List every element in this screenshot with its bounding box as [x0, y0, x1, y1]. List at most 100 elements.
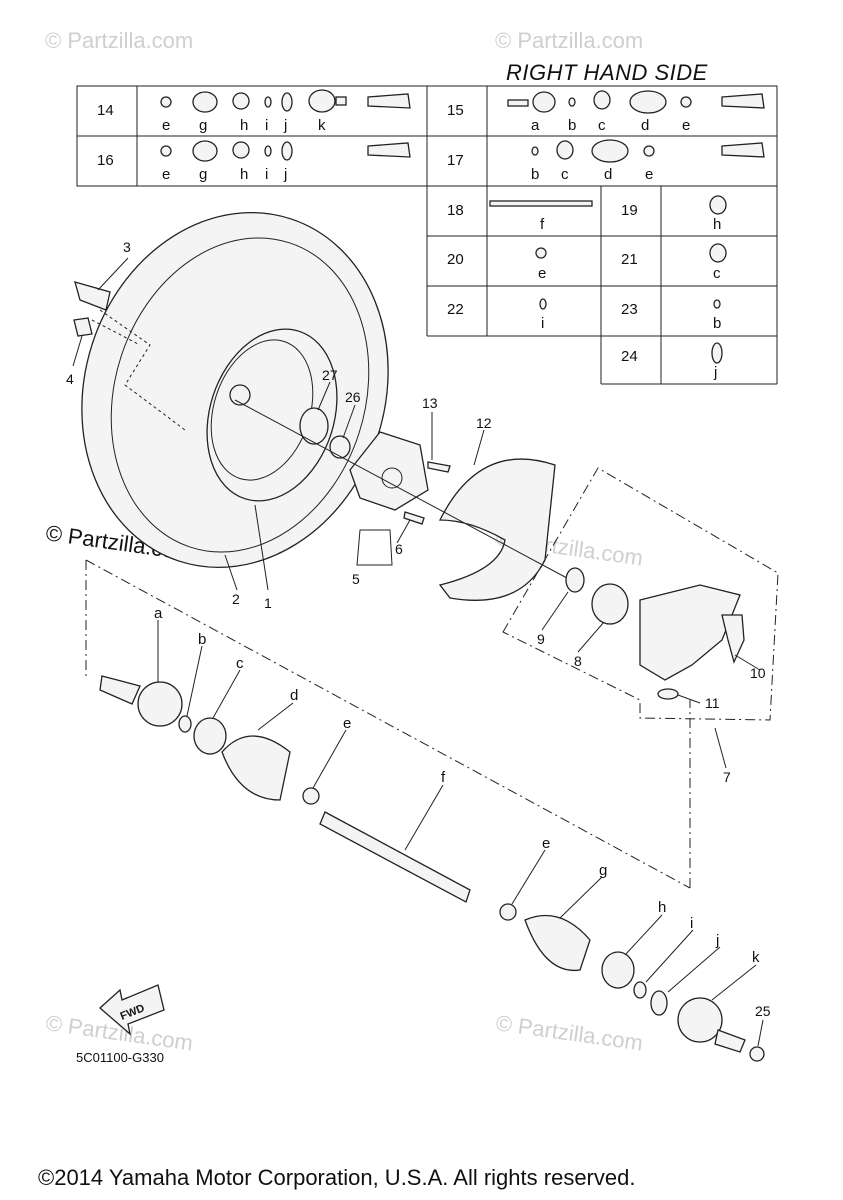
wheel-assembly [73, 211, 581, 601]
kit-letter: h [713, 216, 721, 233]
diagram-title: RIGHT HAND SIDE [506, 60, 708, 85]
kit-letter: i [265, 117, 268, 134]
kit-letter: c [598, 117, 606, 134]
ball-joint-10 [721, 614, 745, 664]
drive-shaft-assembly [85, 559, 765, 1062]
callout-label: h [658, 899, 666, 916]
kit-number: 24 [621, 348, 638, 365]
bolt-13 [427, 461, 451, 473]
clamp-small-icon [160, 96, 172, 108]
boot-icon [192, 91, 218, 113]
ring-icon [281, 141, 293, 161]
kit-number: 19 [621, 202, 638, 219]
boot-icon [192, 140, 218, 162]
kit-letter: a [531, 117, 540, 134]
grease-tube-icon [721, 142, 765, 158]
knuckle-7 [639, 584, 741, 681]
circlip-b [178, 715, 192, 733]
ring-j [650, 990, 668, 1016]
nut-26 [329, 435, 351, 459]
kit-letter: b [568, 117, 576, 134]
spline-icon [335, 96, 347, 106]
kit-letter: c [713, 265, 721, 282]
kit-number: 20 [447, 251, 464, 268]
kit-number: 21 [621, 251, 638, 268]
grease-tube-icon [367, 93, 411, 109]
callout-label: 10 [750, 665, 766, 681]
kit-letter: c [561, 166, 569, 183]
callout-label: i [690, 915, 693, 932]
drawing-code: 5C01100-G330 [76, 1050, 164, 1065]
kit-number: 22 [447, 301, 464, 318]
kit-letter: h [240, 166, 248, 183]
kit-letter: j [283, 117, 287, 134]
kit-letter: b [713, 315, 721, 332]
band-icon [709, 195, 727, 215]
joint-icon [308, 89, 336, 113]
bearing-27 [299, 407, 329, 445]
circlip-25 [749, 1046, 765, 1062]
callout-label: 25 [755, 1003, 771, 1019]
wheel-hub-5 [349, 431, 429, 511]
circlip-icon [713, 299, 721, 309]
callout-label: 2 [232, 591, 240, 607]
kit-number: 15 [447, 102, 464, 119]
stud-6 [403, 511, 425, 525]
callout-label: 4 [66, 371, 74, 387]
clamp-e-upper [302, 787, 320, 805]
kit-number: 14 [97, 102, 114, 119]
knuckle-group [502, 467, 779, 721]
band-icon [709, 243, 727, 263]
callout-label: b [198, 631, 206, 648]
watermark: © Partzilla.com [495, 28, 643, 53]
watermark: © Partzilla.com [494, 1010, 644, 1055]
boot-icon [591, 139, 629, 163]
kit-letter: e [162, 166, 170, 183]
band-h [601, 951, 635, 989]
drive-shaft-f [319, 811, 471, 903]
callout-label: 3 [123, 239, 131, 255]
callout-label: 26 [345, 389, 361, 405]
circlip-11 [657, 688, 679, 700]
kit-number: 23 [621, 301, 638, 318]
kit-letter: e [682, 117, 690, 134]
kit-number: 17 [447, 152, 464, 169]
kit-table [76, 85, 778, 385]
copyright-text: ©2014 Yamaha Motor Corporation, U.S.A. A… [38, 1165, 635, 1190]
wheel-rim [206, 328, 338, 502]
kit-letter: h [240, 117, 248, 134]
ring-icon [711, 342, 723, 364]
fwd-arrow-icon: FWD [99, 984, 165, 1036]
kit-letter: g [199, 117, 207, 134]
callout-label: k [752, 949, 760, 966]
kit-letter: i [541, 315, 544, 332]
circlip-icon [264, 96, 272, 108]
band-c [193, 717, 227, 755]
boot-icon [629, 90, 667, 114]
grease-tube-icon [367, 142, 411, 158]
clamp-small-icon [160, 145, 172, 157]
kit-letter: i [265, 166, 268, 183]
callout-label: j [715, 932, 719, 949]
spline-icon [507, 99, 529, 107]
kit-letter: g [199, 166, 207, 183]
callout-labels: 3 4 1 2 27 26 13 12 6 5 9 8 10 11 7 25 a… [66, 239, 771, 1019]
clamp-e-lower [499, 903, 517, 921]
brake-guard-12 [438, 458, 556, 601]
kit-letter: b [531, 166, 539, 183]
callout-label: e [542, 835, 550, 852]
circlip-icon [539, 298, 547, 310]
shaft-icon [489, 200, 593, 207]
kit-number: 18 [447, 202, 464, 219]
kit-table-letters: e g h i j k a b c d e e g h i j b c d e … [162, 117, 721, 381]
circlip-9 [565, 567, 585, 593]
callout-label: 8 [574, 653, 582, 669]
band-icon [556, 140, 574, 160]
kit-letter: j [283, 166, 287, 183]
kit-table-part-icons [160, 89, 765, 364]
tire-tread-line [110, 237, 370, 553]
callout-label: g [599, 862, 607, 879]
callout-label: 13 [422, 395, 438, 411]
grease-tube-icon [721, 93, 765, 109]
